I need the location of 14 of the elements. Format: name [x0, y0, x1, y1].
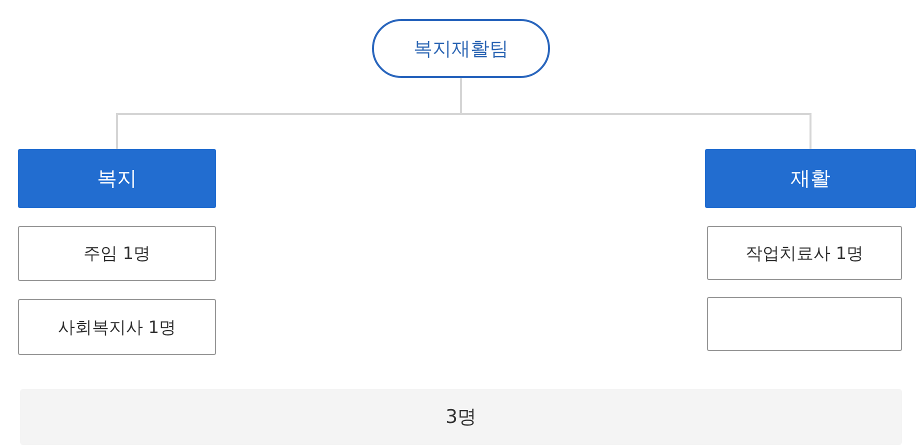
staff-label: 주임 1명 [83, 243, 151, 265]
empty-box [707, 297, 902, 351]
staff-label: 사회복지사 1명 [58, 316, 176, 338]
connector-line [460, 78, 812, 149]
staff-box [18, 226, 216, 281]
category-header [705, 149, 916, 208]
category-header [18, 149, 216, 208]
category-label: 복지 [97, 165, 137, 192]
staff-box [707, 226, 902, 280]
team-title: 복지재활팀 [414, 36, 508, 62]
staff-box [18, 299, 216, 355]
category-label: 재활 [790, 165, 830, 192]
total-count: 3명 [445, 405, 477, 430]
staff-label: 작업치료사 1명 [745, 242, 864, 264]
